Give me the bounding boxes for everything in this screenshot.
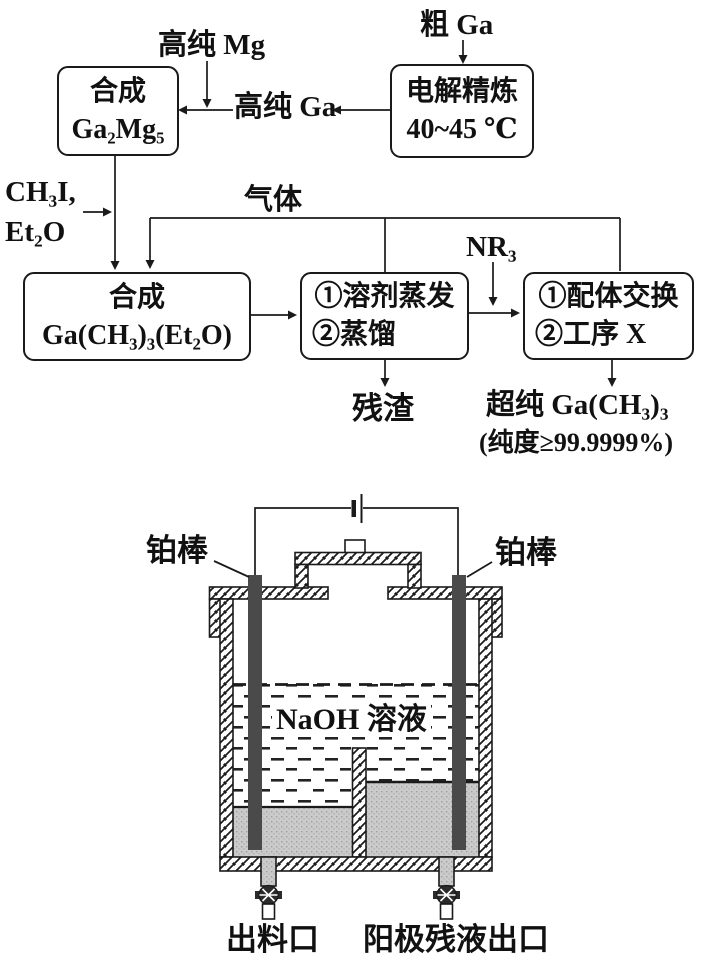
label-platinum-rod-right: 铂棒 bbox=[495, 535, 557, 570]
label-ch3i: CH₃I, bbox=[5, 176, 76, 208]
label-high-purity-ga: 高纯 Ga bbox=[234, 91, 337, 123]
flowchart-arrowheads bbox=[103, 55, 617, 387]
box-synth-tmg-line1: 合成 bbox=[108, 281, 165, 313]
label-gas: 气体 bbox=[244, 184, 303, 216]
box-electrorefine-line2: 40~45 ℃ bbox=[406, 114, 518, 145]
left-outlet-tube bbox=[255, 856, 282, 920]
vessel-lid bbox=[294, 539, 422, 589]
box-synth-tmg: 合成 Ga(CH₃)₃(Et₂O) bbox=[23, 272, 251, 361]
left-electrode-rod bbox=[248, 575, 262, 850]
label-crude-ga: 粗 Ga bbox=[420, 9, 494, 41]
divider-wall bbox=[351, 747, 367, 858]
label-naoh-solution: NaOH 溶液 bbox=[272, 703, 431, 736]
label-residue: 残渣 bbox=[352, 391, 414, 426]
box-synth-tmg-line2: Ga(CH₃)₃(Et₂O) bbox=[41, 319, 233, 351]
label-high-purity-mg: 高纯 Mg bbox=[158, 29, 266, 61]
box-evaporate: ①溶剂蒸发 ②蒸馏 bbox=[300, 272, 469, 360]
circuit-wire bbox=[254, 507, 459, 575]
battery-icon bbox=[351, 494, 363, 523]
label-purity: (纯度≥99.9999%) bbox=[479, 428, 674, 457]
box-electrorefine-line1: 电解精炼 bbox=[405, 76, 518, 108]
box-electrorefine: 电解精炼 40~45 ℃ bbox=[390, 64, 534, 158]
box-evaporate-line2: ②蒸馏 bbox=[312, 319, 397, 350]
label-nr3: NR₃ bbox=[466, 231, 517, 263]
label-outlet-right: 阳极残液出口 bbox=[363, 922, 549, 957]
box-synth-gamg: 合成 Ga₂Mg₅ bbox=[57, 66, 179, 156]
label-outlet-left: 出料口 bbox=[226, 922, 319, 957]
vessel-walls bbox=[208, 586, 503, 872]
right-outlet-tube bbox=[433, 856, 460, 920]
flowchart-connectors bbox=[83, 40, 621, 378]
box-synth-gamg-line2: Ga₂Mg₅ bbox=[71, 114, 165, 145]
electrode-leader-lines bbox=[213, 560, 493, 578]
box-ligand-exchange-line2: ②工序 X bbox=[535, 319, 647, 350]
right-electrode-rod bbox=[452, 575, 466, 850]
label-product: 超纯 Ga(CH₃)₃ bbox=[486, 389, 669, 421]
box-evaporate-line1: ①溶剂蒸发 bbox=[314, 281, 455, 313]
box-synth-gamg-line1: 合成 bbox=[89, 76, 146, 108]
label-platinum-rod-left: 铂棒 bbox=[146, 533, 208, 568]
box-ligand-exchange-line1: ①配体交换 bbox=[538, 281, 679, 313]
label-et2o: Et₂O bbox=[5, 216, 66, 248]
box-ligand-exchange: ①配体交换 ②工序 X bbox=[523, 272, 694, 360]
